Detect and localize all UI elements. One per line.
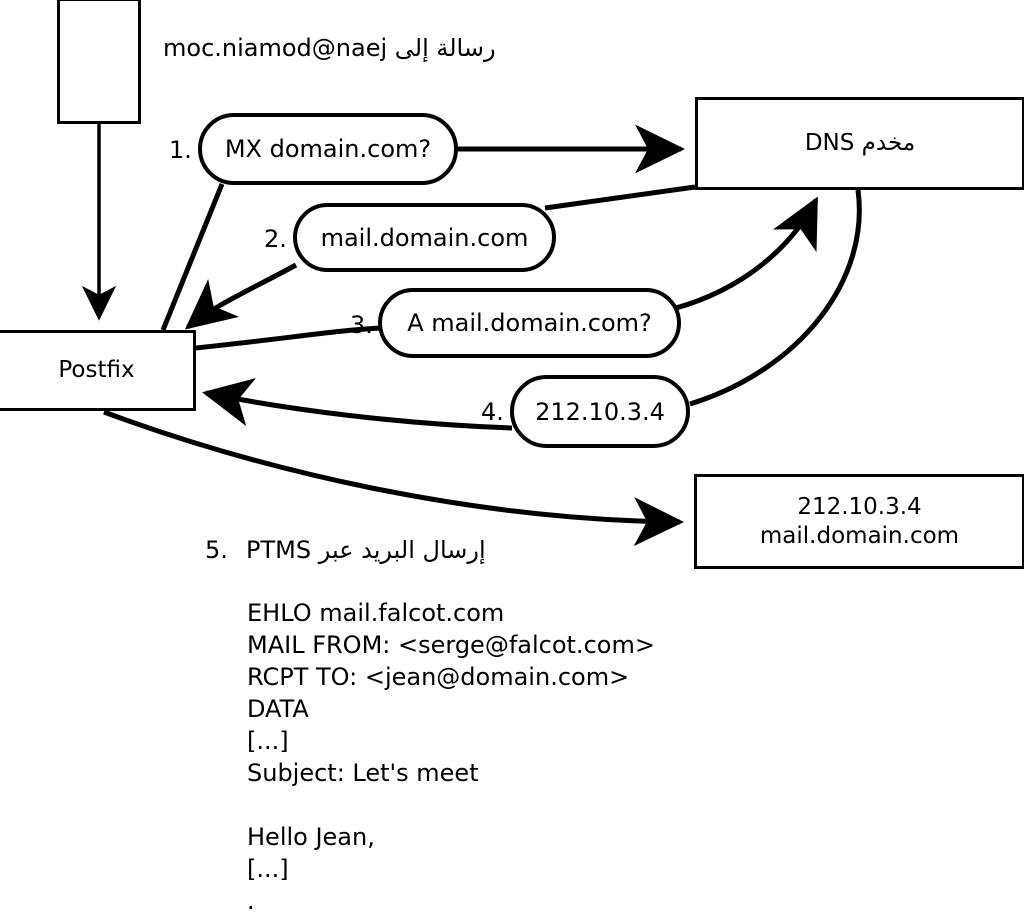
step-5-number: 5. <box>205 536 228 564</box>
step-1-number: 1. <box>169 136 192 164</box>
step-3-number: 3. <box>350 311 373 339</box>
smtp-transcript: EHLO mail.falcot.com MAIL FROM: <serge@f… <box>247 599 655 915</box>
bubble-step-2-label: mail.domain.com <box>320 223 529 252</box>
connector-bubble2-to-postfix <box>184 262 298 330</box>
connector-postfix-to-mailserver <box>103 409 684 547</box>
node-postfix[interactable]: Postfix <box>0 330 196 411</box>
node-client[interactable] <box>57 0 141 124</box>
bubble-step-3[interactable]: A mail.domain.com? <box>378 288 681 358</box>
node-mail-server-ip: 212.10.3.4 <box>797 494 922 521</box>
step-5-label: إرسال البريد عبر SMTP <box>246 536 486 564</box>
node-mail-server-host: mail.domain.com <box>759 522 960 549</box>
connector-dns-to-bubble4 <box>689 189 862 407</box>
connector-bubble4-to-postfix <box>202 378 513 431</box>
step-2-number: 2. <box>264 225 287 253</box>
connector-postfix-to-bubble3 <box>195 325 382 351</box>
bubble-step-1[interactable]: MX domain.com? <box>198 113 458 185</box>
node-dns-server[interactable]: مخدم DNS <box>695 97 1024 190</box>
node-mail-server[interactable]: 212.10.3.4 mail.domain.com <box>694 474 1024 569</box>
connector-dns-to-bubble2 <box>544 184 696 211</box>
bubble-step-4-label: 212.10.3.4 <box>535 397 665 426</box>
connector-postfix-to-bubble1 <box>160 183 225 331</box>
bubble-step-3-label: A mail.domain.com? <box>407 309 652 337</box>
bubble-step-2[interactable]: mail.domain.com <box>293 203 556 272</box>
message-caption: رسالة إلى jean@domain.com <box>163 34 496 62</box>
bubble-step-4[interactable]: 212.10.3.4 <box>510 375 690 448</box>
connector-bubble3-to-dns <box>675 196 819 311</box>
step-4-number: 4. <box>481 398 504 426</box>
node-postfix-label: Postfix <box>58 357 135 384</box>
node-dns-server-label: مخدم DNS <box>804 130 916 157</box>
bubble-step-1-label: MX domain.com? <box>224 135 432 163</box>
